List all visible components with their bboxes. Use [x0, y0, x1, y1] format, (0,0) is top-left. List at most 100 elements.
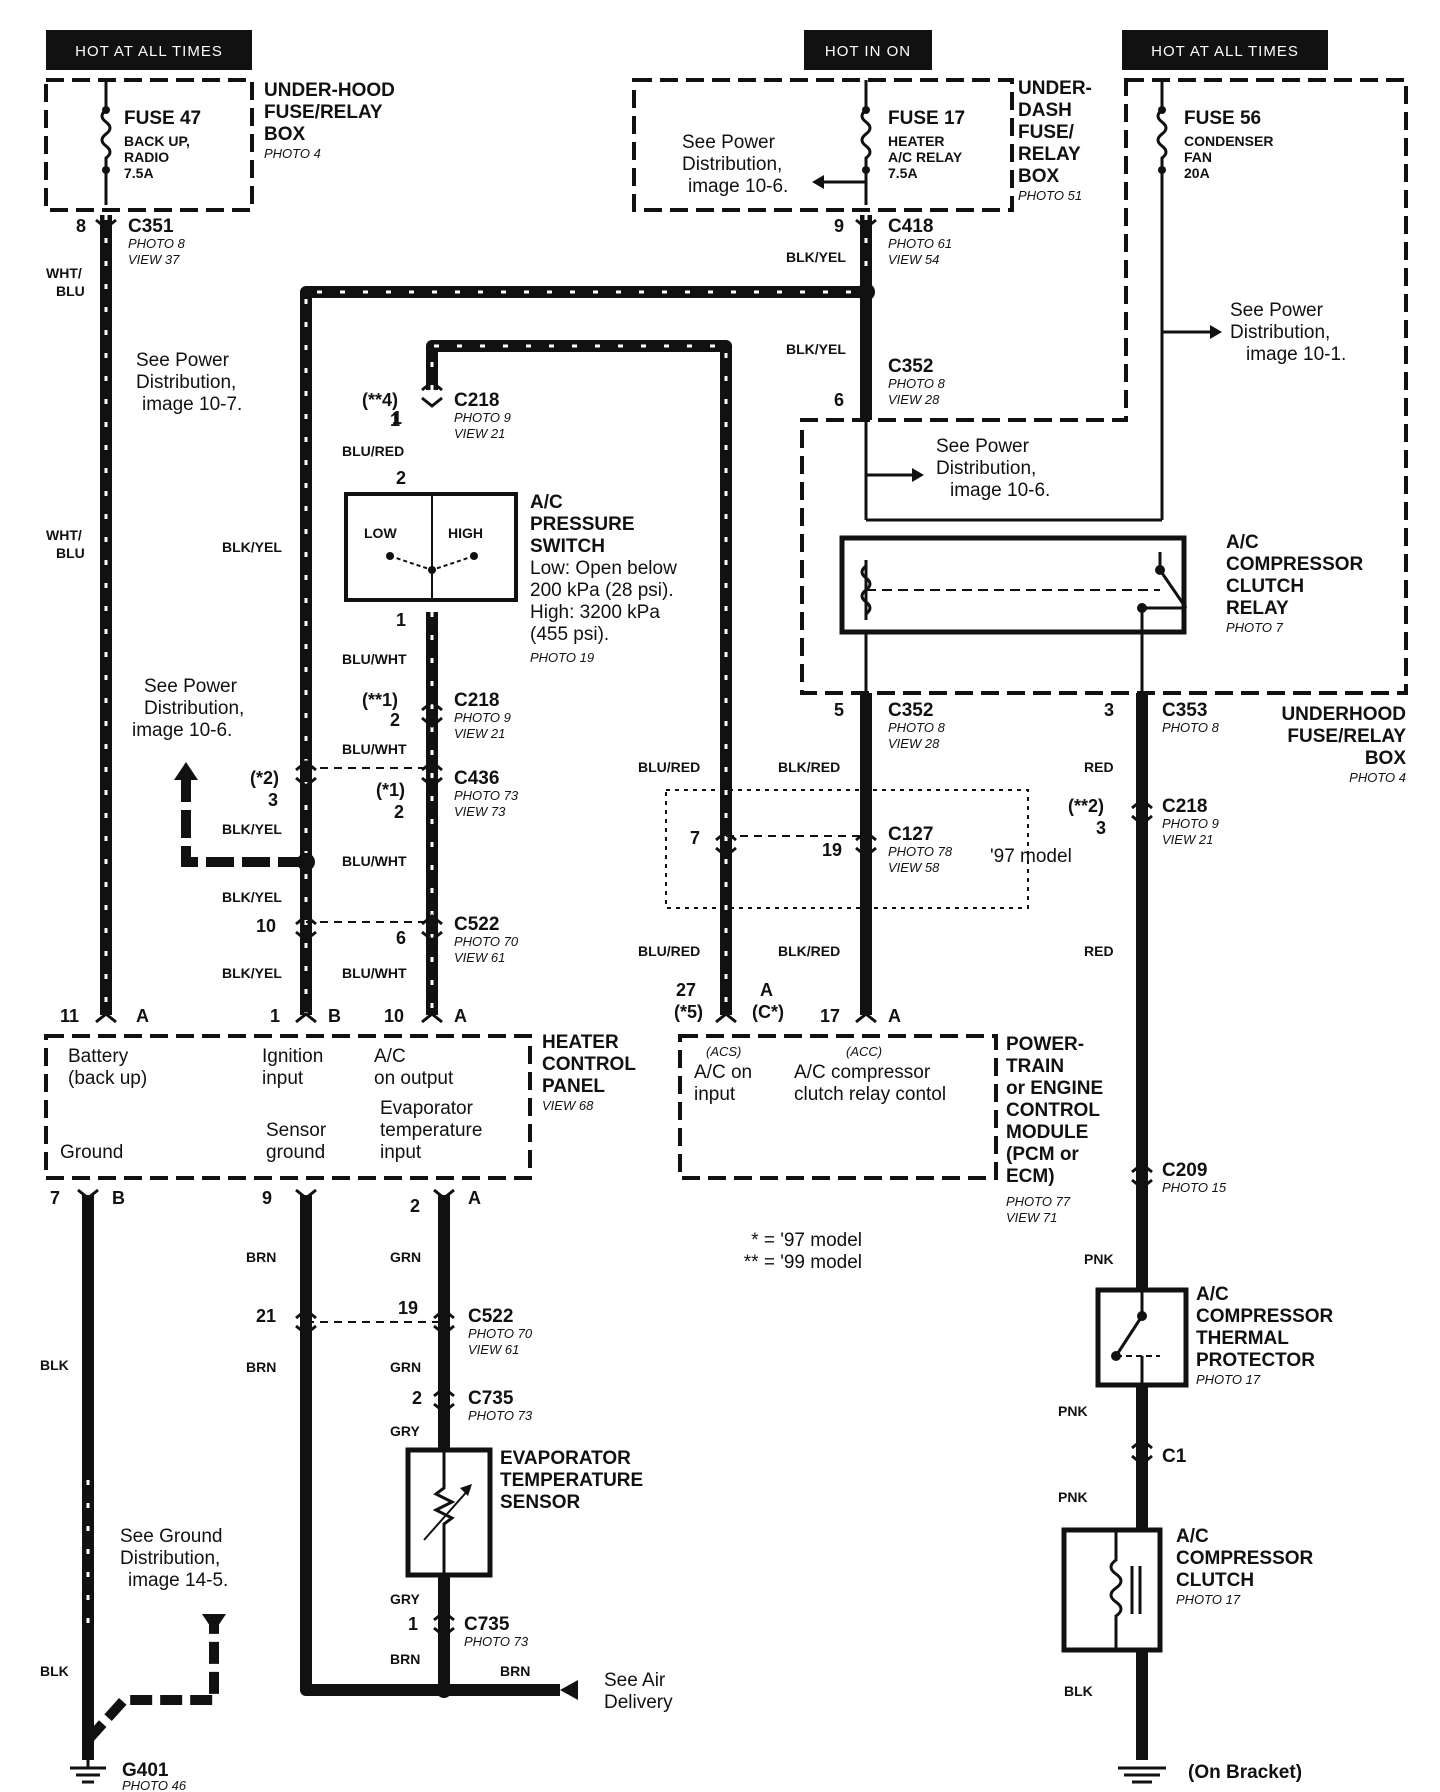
- svg-text:VIEW 71: VIEW 71: [1006, 1210, 1057, 1225]
- svg-text:C352: C352: [888, 700, 933, 721]
- svg-text:PHOTO 70: PHOTO 70: [454, 934, 519, 949]
- connector-c209: C209 PHOTO 15: [1162, 1160, 1227, 1195]
- svg-text:C218: C218: [454, 690, 499, 711]
- svg-text:BLU/WHT: BLU/WHT: [342, 965, 407, 981]
- svg-text:VIEW 28: VIEW 28: [888, 392, 940, 407]
- svg-text:input: input: [262, 1068, 304, 1089]
- svg-text:200 kPa (28 psi).: 200 kPa (28 psi).: [530, 580, 674, 601]
- svg-text:BRN: BRN: [246, 1249, 276, 1265]
- svg-text:VIEW 21: VIEW 21: [454, 726, 505, 741]
- svg-text:BRN: BRN: [246, 1359, 276, 1375]
- svg-text:FUSE/RELAY: FUSE/RELAY: [1287, 726, 1406, 747]
- svg-text:A: A: [136, 1006, 149, 1026]
- svg-text:7.5A: 7.5A: [888, 165, 918, 181]
- banner-hot-at-all-times-left: HOT AT ALL TIMES: [46, 30, 252, 70]
- svg-text:clutch relay contol: clutch relay contol: [794, 1084, 946, 1105]
- svg-text:image 10-7.: image 10-7.: [142, 394, 242, 415]
- thermal-protector-label: A/C COMPRESSOR THERMAL PROTECTOR PHOTO 1…: [1196, 1284, 1334, 1387]
- junction-blk-yel: [857, 283, 875, 301]
- pressure-switch-label: A/C PRESSURE SWITCH Low: Open below 200 …: [530, 492, 677, 665]
- svg-text:COMPRESSOR: COMPRESSOR: [1176, 1548, 1314, 1569]
- svg-text:17: 17: [820, 1006, 840, 1026]
- svg-text:CLUTCH: CLUTCH: [1176, 1570, 1254, 1591]
- svg-text:C418: C418: [888, 216, 933, 237]
- svg-text:5: 5: [834, 700, 844, 720]
- svg-text:A: A: [888, 1006, 901, 1026]
- svg-text:High: 3200 kPa: High: 3200 kPa: [530, 602, 660, 623]
- svg-text:1: 1: [408, 1614, 418, 1634]
- wire-labels: WHT/ BLU WHT/ BLU BLK/YEL BLK/YEL BLK/YE…: [40, 249, 1114, 1699]
- svg-text:input: input: [694, 1084, 736, 1105]
- svg-text:Delivery: Delivery: [604, 1692, 673, 1713]
- svg-text:BLU/WHT: BLU/WHT: [342, 741, 407, 757]
- svg-text:VIEW 58: VIEW 58: [888, 860, 940, 875]
- svg-text:C351: C351: [128, 216, 174, 237]
- evap-sensor-label: EVAPORATOR TEMPERATURE SENSOR: [500, 1448, 643, 1513]
- svg-text:TRAIN: TRAIN: [1006, 1056, 1064, 1077]
- svg-text:See Ground: See Ground: [120, 1526, 222, 1547]
- arrow-down-icon: [202, 1614, 226, 1632]
- svg-text:image 10-1.: image 10-1.: [1246, 344, 1346, 365]
- svg-text:PHOTO 4: PHOTO 4: [1349, 770, 1406, 785]
- svg-text:COMPRESSOR: COMPRESSOR: [1226, 554, 1364, 575]
- svg-text:VIEW 61: VIEW 61: [468, 1342, 519, 1357]
- arrow-up-icon: [174, 762, 198, 780]
- svg-text:RED: RED: [1084, 943, 1114, 959]
- connector-c218-1: (**4) 1 C218 PHOTO 9 VIEW 21: [362, 390, 511, 441]
- svg-text:HOT AT ALL TIMES: HOT AT ALL TIMES: [1151, 43, 1299, 60]
- svg-text:1: 1: [270, 1006, 280, 1026]
- svg-text:VIEW 21: VIEW 21: [454, 426, 505, 441]
- svg-text:(On Bracket): (On Bracket): [1188, 1762, 1302, 1783]
- svg-text:input: input: [380, 1142, 422, 1163]
- svg-text:A: A: [760, 980, 773, 1000]
- svg-text:6: 6: [396, 928, 406, 948]
- svg-text:BRN: BRN: [500, 1663, 530, 1679]
- svg-text:Distribution,: Distribution,: [936, 458, 1036, 479]
- svg-text:HEATER: HEATER: [888, 133, 945, 149]
- svg-text:** = '99 model: ** = '99 model: [744, 1252, 862, 1273]
- svg-text:C127: C127: [888, 824, 933, 845]
- svg-text:SENSOR: SENSOR: [500, 1492, 581, 1513]
- svg-text:BLK: BLK: [1064, 1683, 1093, 1699]
- note-power-dist-10-6-top: See Power Distribution, image 10-6.: [682, 132, 788, 197]
- svg-text:BLU/RED: BLU/RED: [638, 943, 700, 959]
- arrow-left-icon: [560, 1680, 578, 1700]
- ac-compressor-thermal-protector: [1095, 1287, 1189, 1388]
- svg-text:11: 11: [60, 1006, 79, 1026]
- svg-text:GRY: GRY: [390, 1591, 420, 1607]
- svg-text:C522: C522: [454, 914, 499, 935]
- svg-text:A/C RELAY: A/C RELAY: [888, 149, 963, 165]
- svg-text:PHOTO 73: PHOTO 73: [464, 1634, 529, 1649]
- svg-text:FUSE/RELAY: FUSE/RELAY: [264, 102, 383, 123]
- svg-text:1: 1: [392, 408, 402, 428]
- svg-text:BLU/RED: BLU/RED: [342, 443, 404, 459]
- ground-on-bracket: (On Bracket): [1118, 1762, 1302, 1784]
- svg-text:RADIO: RADIO: [124, 149, 169, 165]
- svg-text:C1: C1: [1162, 1446, 1187, 1467]
- svg-text:PNK: PNK: [1084, 1251, 1114, 1267]
- svg-text:7.5A: 7.5A: [124, 165, 154, 181]
- connector-c436: (*2) 3 (*1) 2 C436 PHOTO 73 VIEW 73: [250, 768, 519, 822]
- relay-label: A/C COMPRESSOR CLUTCH RELAY PHOTO 7: [1226, 532, 1364, 635]
- svg-text:Low: Open below: Low: Open below: [530, 558, 677, 579]
- svg-text:or ENGINE: or ENGINE: [1006, 1078, 1103, 1099]
- svg-text:A: A: [454, 1006, 467, 1026]
- svg-text:BLK/RED: BLK/RED: [778, 759, 840, 775]
- svg-text:7: 7: [690, 828, 700, 848]
- svg-text:(back up): (back up): [68, 1068, 147, 1089]
- connector-marks: [77, 218, 1153, 1638]
- svg-text:GRN: GRN: [390, 1359, 421, 1375]
- svg-text:G401: G401: [122, 1760, 169, 1781]
- svg-text:9: 9: [262, 1188, 272, 1208]
- svg-text:Evaporator: Evaporator: [380, 1098, 474, 1119]
- svg-text:Sensor: Sensor: [266, 1120, 327, 1141]
- ground-g401: G401 PHOTO 46: [70, 1760, 187, 1792]
- svg-text:A/C: A/C: [1176, 1526, 1209, 1547]
- ac-compressor-clutch: [1061, 1527, 1163, 1653]
- svg-text:C209: C209: [1162, 1160, 1207, 1181]
- svg-text:See Power: See Power: [1230, 300, 1324, 321]
- svg-text:LOW: LOW: [364, 525, 397, 541]
- svg-text:(455 psi).: (455 psi).: [530, 624, 609, 645]
- connector-c522-bottom: 21 19 C522 PHOTO 70 VIEW 61: [256, 1298, 533, 1357]
